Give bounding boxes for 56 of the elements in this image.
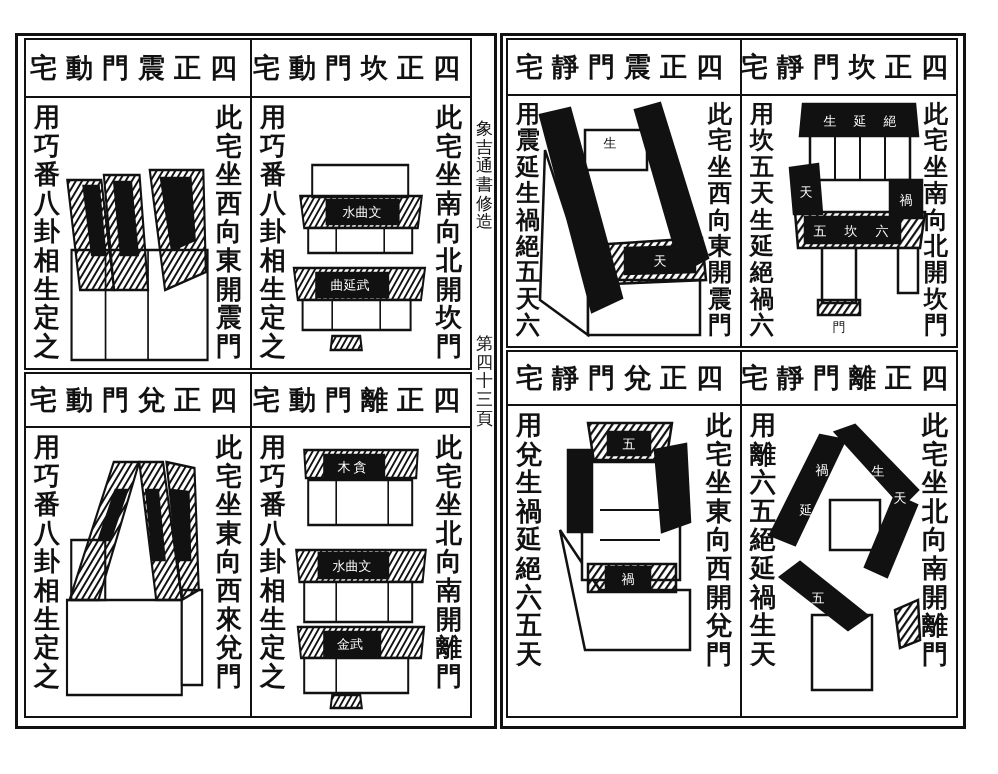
roof-label: 金武: [337, 638, 363, 650]
caption-text: 用巧番八卦相生定之: [34, 104, 60, 362]
panel-frame: [740, 38, 958, 348]
roof-label: 禍: [816, 464, 828, 476]
roof-label: 禍: [900, 194, 912, 206]
caption-text: 此宅坐南向北開坎門: [436, 104, 462, 362]
caption-text: 用坎五天生延絕禍六: [750, 102, 774, 340]
roof-label: 生: [872, 464, 884, 478]
page-header-text: 第四十三頁: [476, 335, 493, 428]
caption-text: 此宅坐東向西來兌門: [216, 434, 242, 692]
roof-label: 水曲文: [332, 560, 372, 572]
panel-frame: [506, 350, 742, 718]
caption-text: 此宅坐西向東開震門: [216, 104, 242, 362]
panel-title: 宅動門震正四: [30, 52, 246, 85]
panel-title: 宅靜門兌正四: [516, 362, 732, 395]
panel-frame: [740, 350, 958, 718]
roof-label: 五: [812, 592, 824, 604]
caption-text: 此宅坐北向南開離門: [922, 412, 948, 670]
roof-label: 天: [800, 186, 812, 198]
roof-label: 天: [654, 254, 666, 268]
roof-label: 木 貪: [337, 460, 367, 474]
caption-text: 此宅坐西向東開震門: [708, 102, 732, 340]
panel-frame: [24, 372, 252, 718]
roof-label: 水曲文: [342, 206, 382, 218]
roof-label: 延: [800, 504, 812, 516]
roof-label: 五: [622, 438, 636, 450]
caption-text: 用兌生禍延絕六五天: [516, 412, 542, 670]
roof-label: 絕: [884, 114, 896, 128]
panel-title: 宅動門坎正四: [253, 52, 469, 85]
roof-label: 延: [854, 114, 866, 128]
caption-text: 用巧番八卦相生定之: [260, 104, 286, 362]
roof-label: 生: [824, 114, 836, 128]
roof-label: 五: [814, 224, 826, 238]
caption-text: 此宅坐東向西開兌門: [706, 412, 732, 670]
panel-title: 宅靜門震正四: [516, 51, 732, 84]
caption-text: 用震延生禍絕五天六: [516, 102, 540, 340]
roof-label: 生: [604, 136, 616, 150]
page-header-text: 象吉通書修造: [476, 120, 493, 232]
caption-text: 用巧番八卦相生定之: [260, 434, 286, 692]
roof-label: 天: [894, 492, 906, 504]
panel-frame: [24, 38, 252, 370]
caption-text: 此宅坐北向南開離門: [436, 434, 462, 692]
panel-title: 宅動門離正四: [253, 384, 469, 417]
roof-label: 禍: [622, 572, 634, 586]
panel-frame: [506, 38, 742, 348]
caption-text: 此宅坐南向北開坎門: [924, 102, 948, 340]
roof-label: 門: [832, 320, 846, 334]
roof-label: 曲延武: [330, 278, 370, 292]
caption-text: 用巧番八卦相生定之: [34, 434, 60, 692]
roof-label: 六: [876, 224, 888, 238]
panel-frame: [250, 38, 472, 370]
panel-frame: [250, 372, 472, 718]
panel-title: 宅動門兌正四: [30, 384, 246, 417]
panel-title: 宅靜門離正四: [741, 362, 957, 395]
panel-title: 宅靜門坎正四: [741, 51, 957, 84]
roof-label: 坎: [844, 224, 858, 238]
